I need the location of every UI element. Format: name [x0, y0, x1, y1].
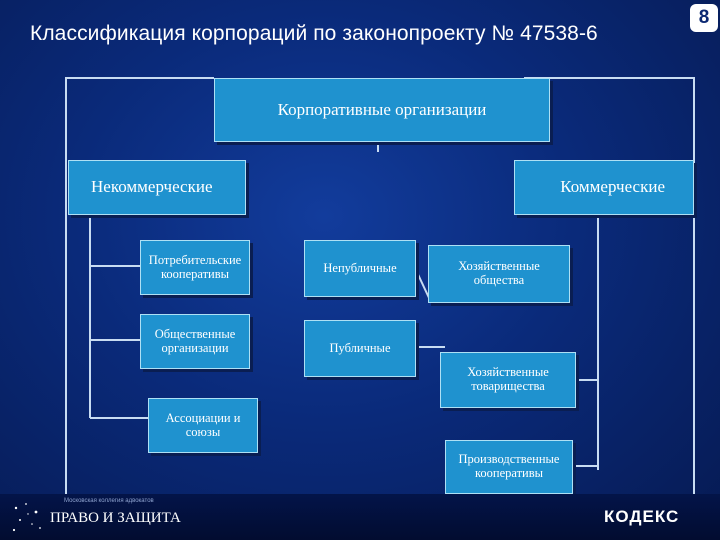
business-partnerships-box: Хозяйственные товарищества	[440, 352, 576, 408]
business-partnerships-label: Хозяйственные товарищества	[467, 365, 549, 393]
footer-right-brand: КОДЕКС	[604, 507, 680, 526]
business-companies-label: Хозяйственные общества	[458, 259, 540, 287]
associations-box: Ассоциации и союзы	[148, 398, 258, 453]
noncommercial-box: Некоммерческие	[68, 160, 246, 215]
commercial-box: Коммерческие	[514, 160, 694, 215]
footer-small-text: Московская коллегия адвокатов	[64, 498, 154, 504]
production-cooperatives-box: Производственные кооперативы	[445, 440, 573, 494]
commercial-connector	[575, 215, 599, 470]
business-companies-box: Хозяйственные общества	[428, 245, 570, 303]
footer-bar: Московская коллегия адвокатов ПРАВО И ЗА…	[0, 494, 720, 540]
slide-number: 8	[690, 4, 718, 32]
noncommercial-label: Некоммерческие	[91, 177, 213, 197]
publicity-connector	[414, 267, 445, 348]
public-box: Публичные	[304, 320, 416, 377]
commercial-label: Коммерческие	[560, 177, 665, 197]
associations-label: Ассоциации и союзы	[165, 410, 241, 439]
public-organizations-label: Общественные организации	[154, 326, 236, 355]
sparkle-icon	[12, 503, 41, 532]
production-cooperatives-label: Производственные кооперативы	[458, 452, 560, 480]
consumer-cooperatives-box: Потребительские кооперативы	[140, 240, 250, 295]
root-label: Корпоративные организации	[277, 99, 487, 119]
public-label: Публичные	[329, 340, 391, 355]
noncommercial-connector	[89, 215, 148, 419]
root-box: Корпоративные организации	[214, 78, 550, 142]
nonpublic-label: Непубличные	[323, 260, 397, 275]
nonpublic-box: Непубличные	[304, 240, 416, 297]
frame-connector	[65, 77, 695, 495]
public-organizations-box: Общественные организации	[140, 314, 250, 369]
footer-left-brand: ПРАВО И ЗАЩИТА	[50, 510, 181, 526]
slide-title: Классификация корпораций по законопроект…	[30, 22, 598, 45]
consumer-cooperatives-label: Потребительские кооперативы	[148, 252, 242, 281]
